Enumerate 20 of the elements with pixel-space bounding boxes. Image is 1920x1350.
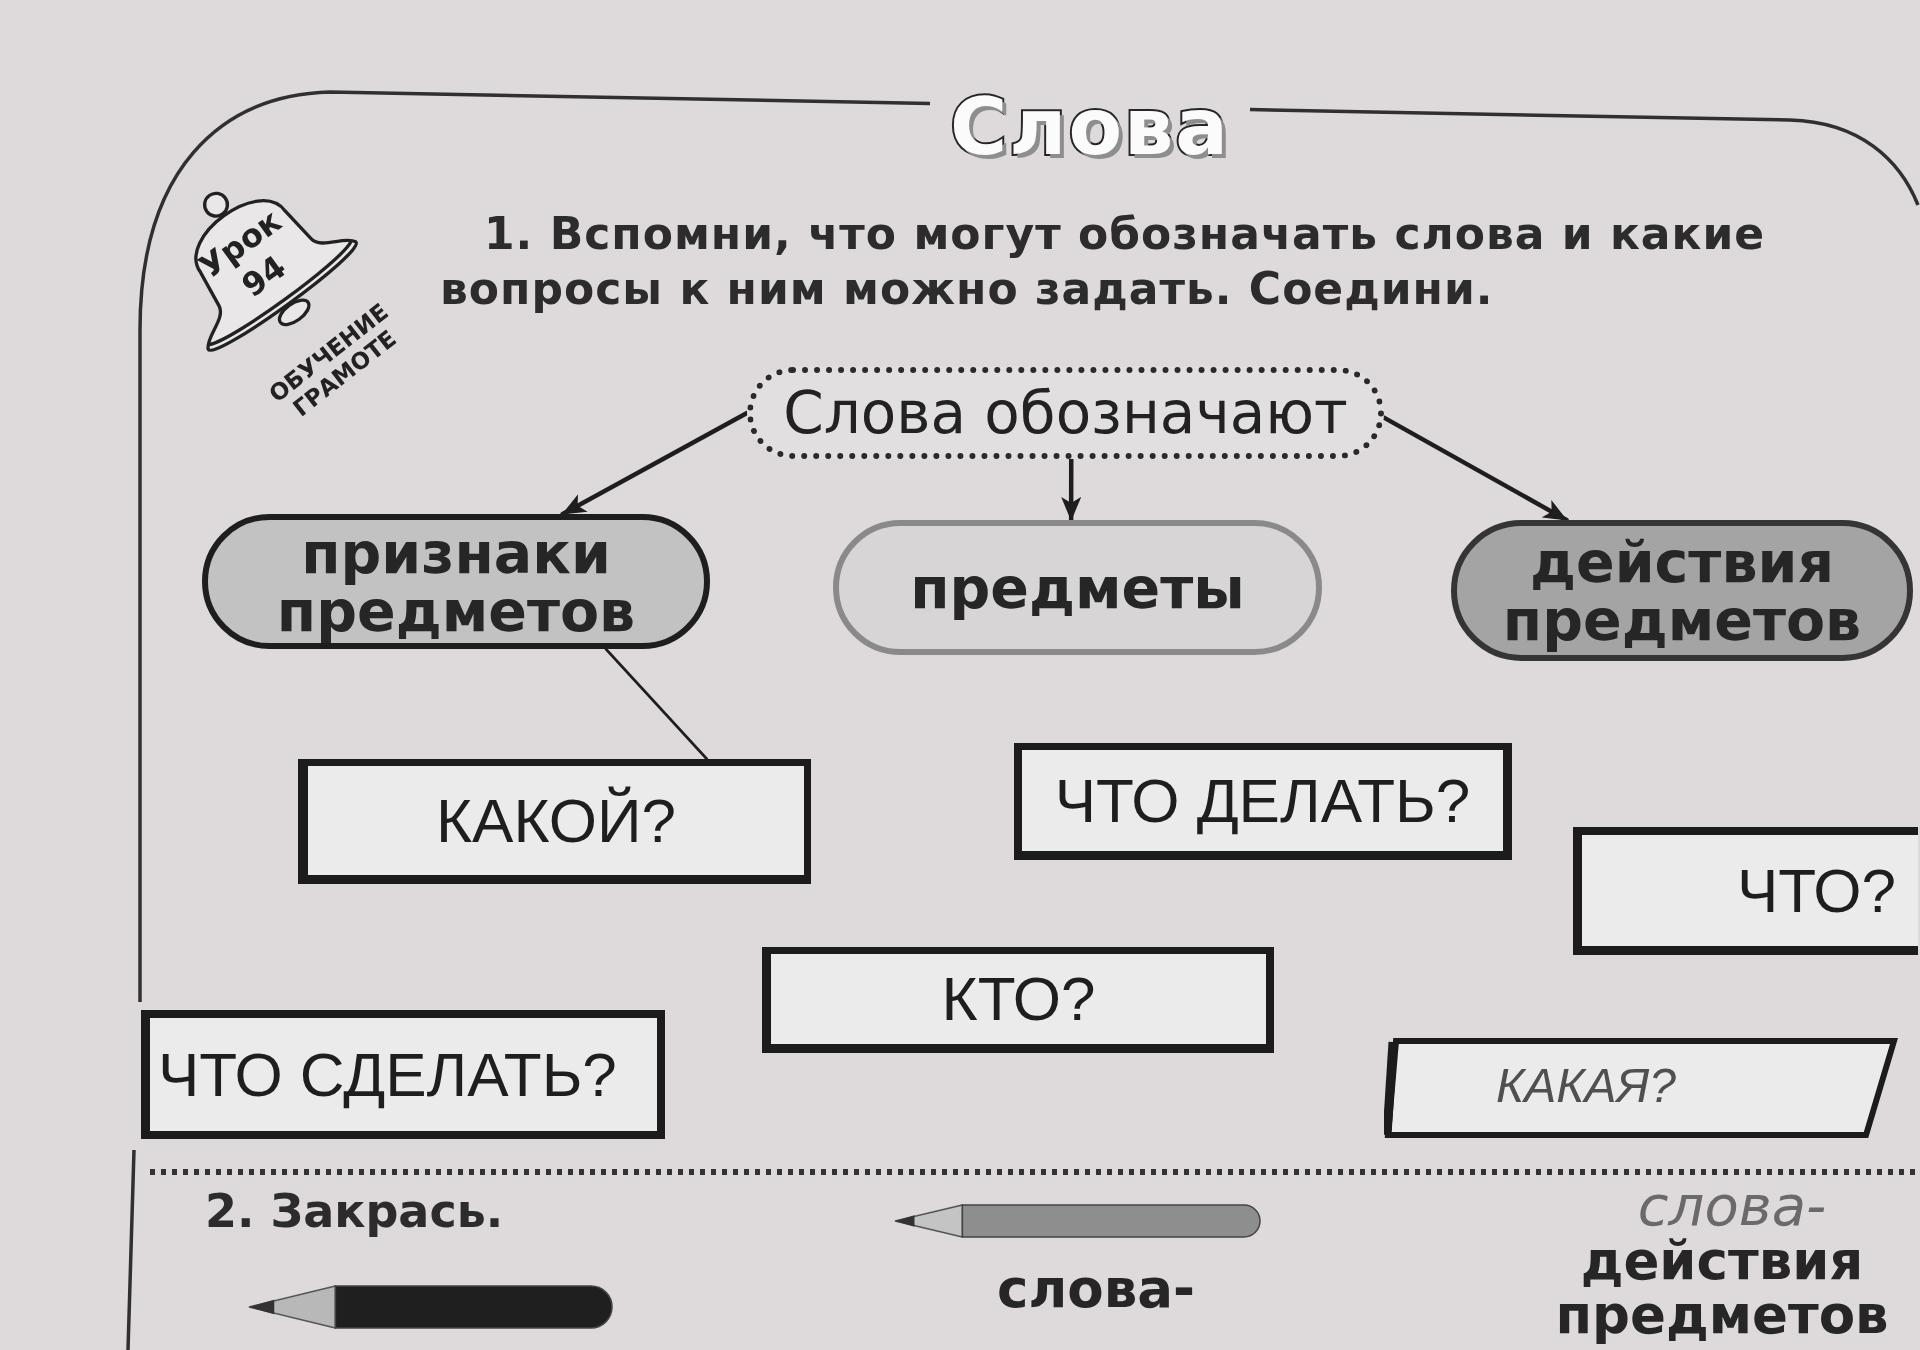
question-text: ЧТО СДЕЛАТЬ?	[158, 1039, 617, 1110]
question-box	[141, 1010, 665, 1139]
question-text: ЧТО?	[1736, 855, 1896, 926]
question-box	[1573, 827, 1918, 955]
connector-line	[604, 647, 709, 761]
question-text: ЧТО ДЕЛАТЬ?	[1054, 765, 1471, 836]
category-label: действия предметов	[1554, 1234, 1890, 1342]
arrow	[1061, 456, 1082, 523]
question-box	[298, 759, 811, 884]
question-text: КАКАЯ?	[1496, 1058, 1677, 1114]
page-title: Слова	[949, 82, 1231, 172]
question-box	[1014, 743, 1512, 860]
category-label: слова-	[1636, 1178, 1828, 1234]
category-label: слова-	[996, 1262, 1196, 1316]
question-text: КАКОЙ?	[435, 785, 677, 856]
question-text: КТО?	[941, 964, 1096, 1034]
task-heading: 2. Закрась.	[205, 1186, 505, 1236]
question-box	[762, 947, 1274, 1053]
box-text: Слова обозначают	[783, 381, 1348, 445]
task-instruction: 1. Вспомни, что могут обозначать слова и какие вопросы к ним можно задать. Соедини.	[440, 207, 1767, 316]
